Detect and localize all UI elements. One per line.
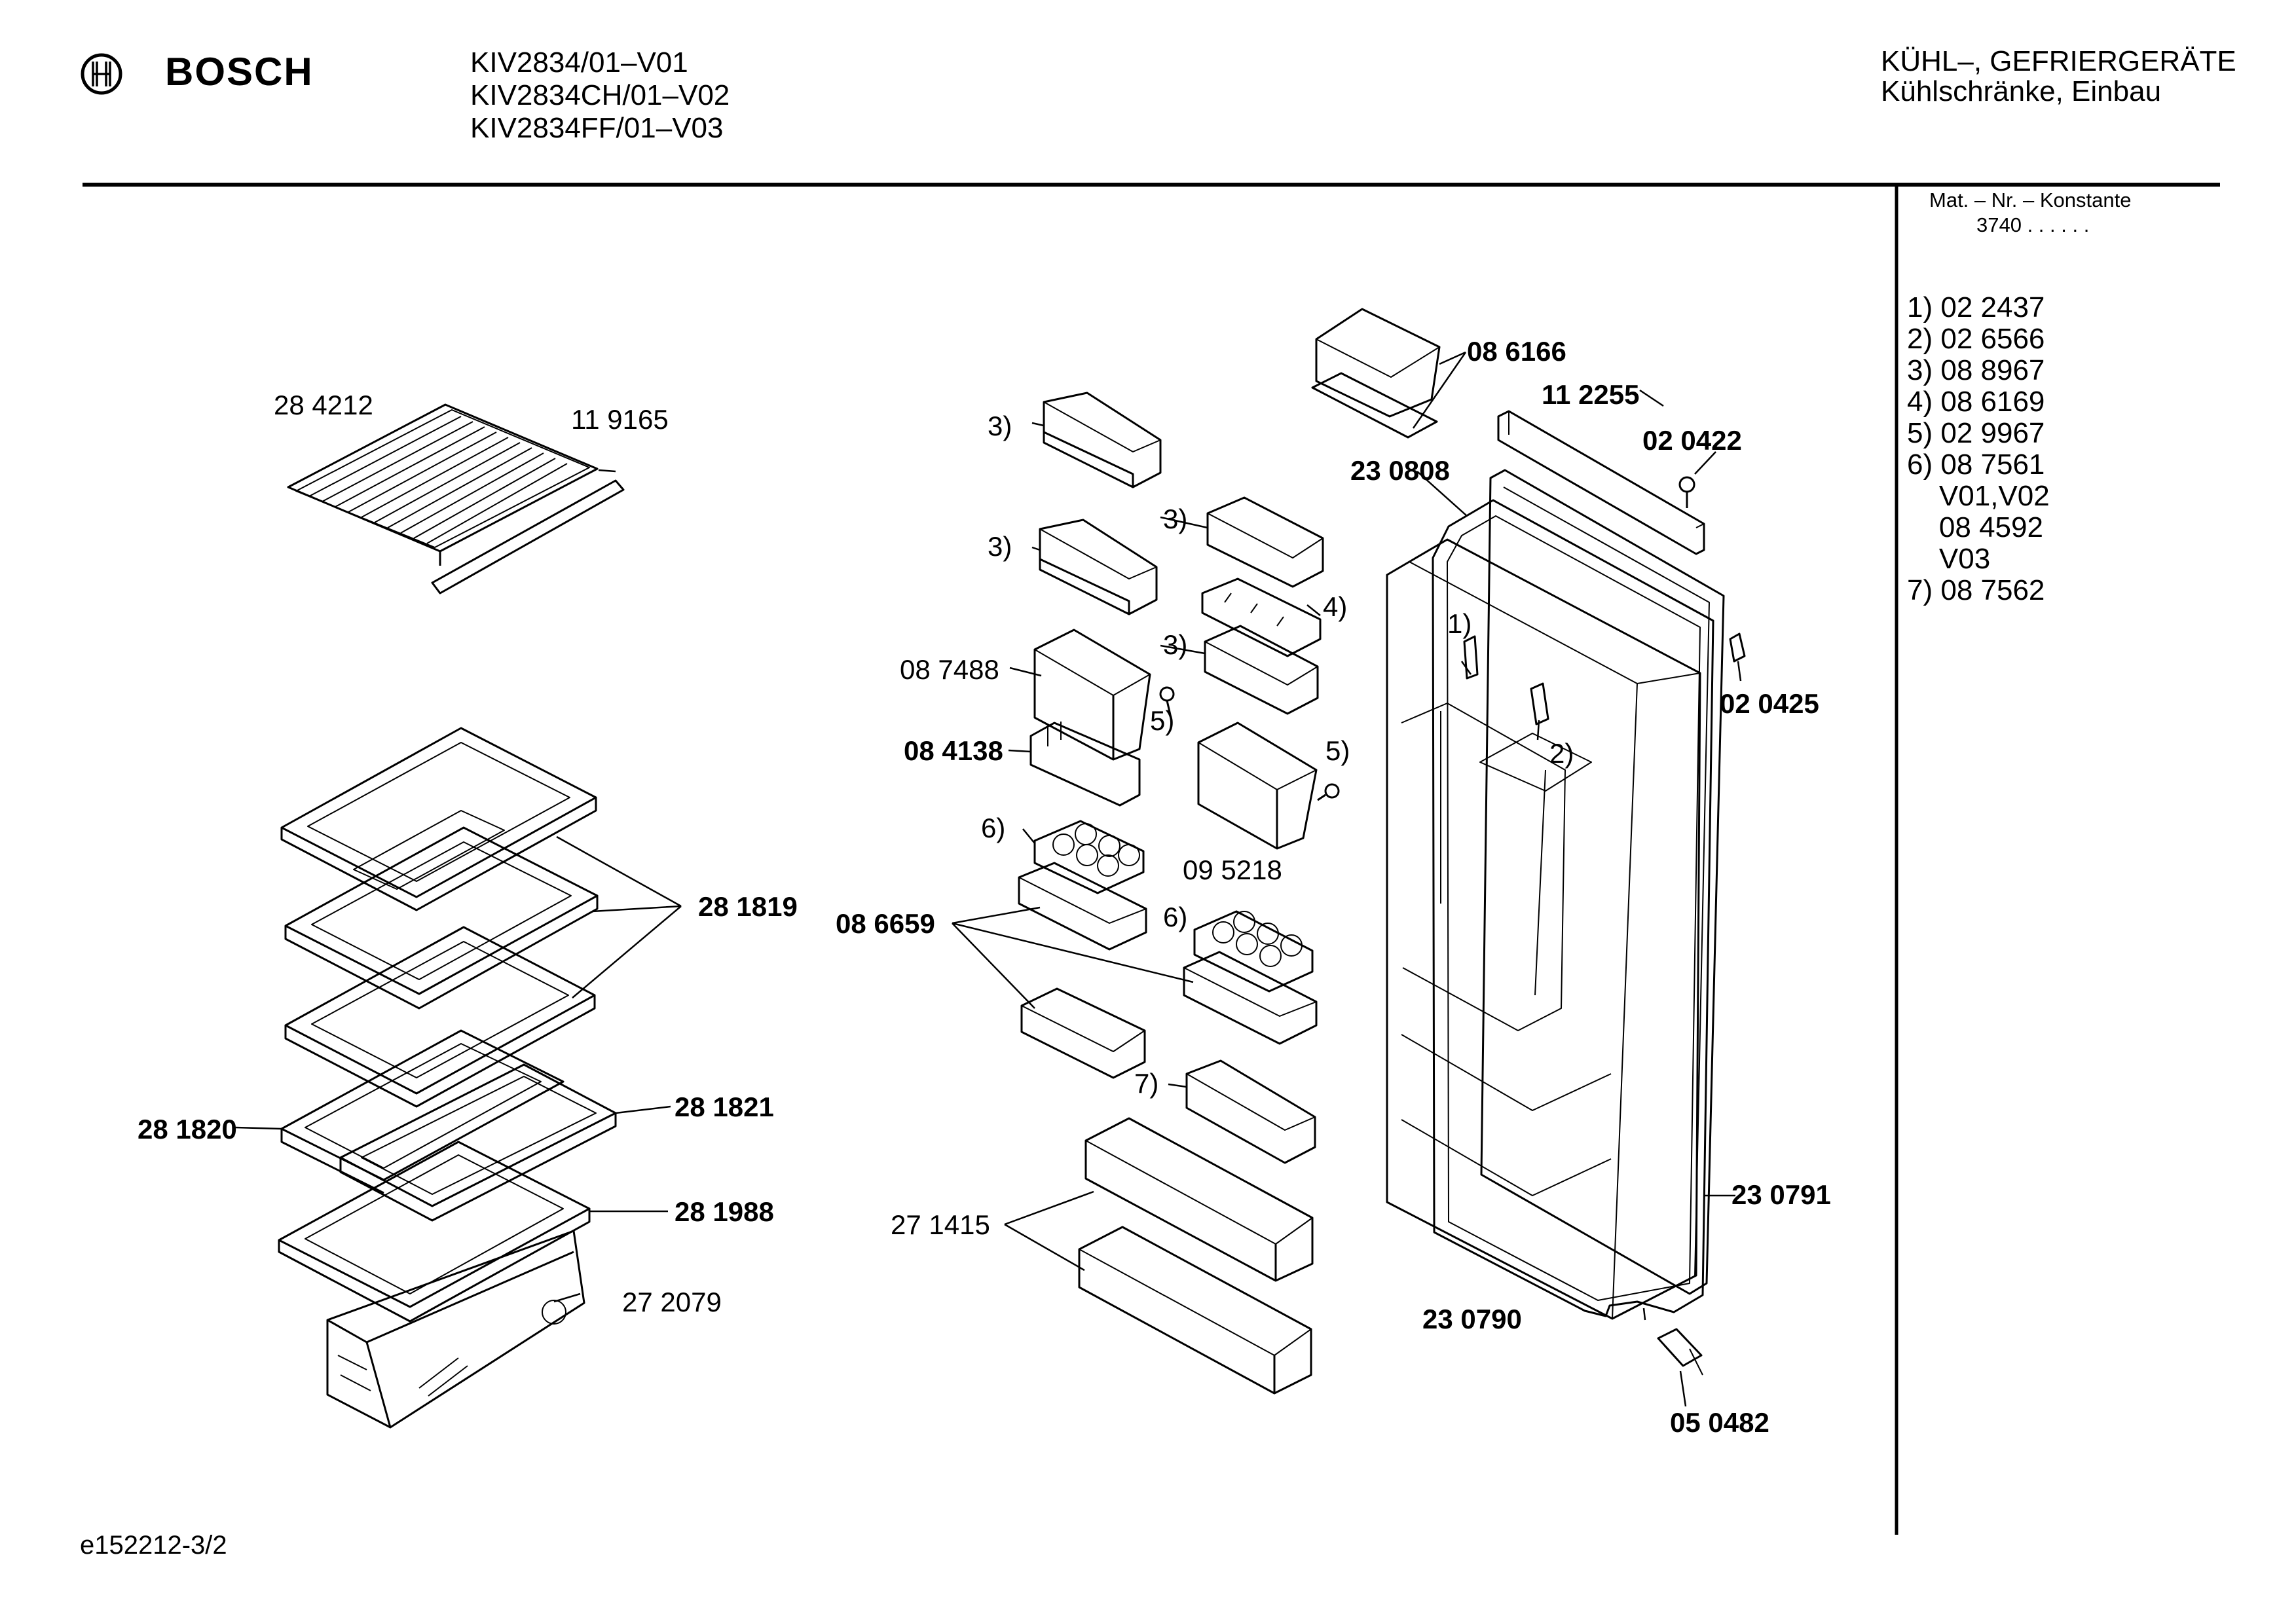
label-230790: 23 0790: [1422, 1304, 1522, 1334]
egg-tray-base-6a: [1019, 863, 1146, 949]
footnote-item: 4) 08 6169: [1907, 386, 2045, 418]
label-119165: 11 9165: [571, 404, 669, 435]
crisper-drawer: [327, 1231, 584, 1427]
label-note-3b: 3): [988, 531, 1012, 562]
leader-lines: [236, 352, 1741, 1406]
category-subtitle: Kühlschränke, Einbau: [1881, 75, 2162, 107]
label-281819: 28 1819: [698, 891, 798, 922]
small-bin-086659: [1022, 989, 1145, 1078]
egg-tray-6a: [1035, 821, 1143, 893]
top-rail-112255: [1498, 411, 1704, 554]
label-020425: 02 0425: [1720, 688, 1819, 719]
bin-base-084138: [1031, 722, 1139, 805]
constant-value: 3740 . . . . . .: [1976, 213, 2090, 236]
label-note-3a: 3): [988, 411, 1012, 441]
label-note-6a: 6): [981, 813, 1006, 843]
model-number-2: KIV2834CH/01–V02: [470, 79, 730, 111]
label-084138: 08 4138: [904, 735, 1003, 766]
footnote-item: 7) 08 7562: [1907, 574, 2045, 606]
label-note-5b: 5): [1325, 735, 1350, 766]
egg-tray-base-6b: [1184, 952, 1316, 1044]
footnote-item: 5) 02 9967: [1907, 417, 2045, 449]
label-087488: 08 7488: [900, 654, 999, 685]
label-230791: 23 0791: [1731, 1179, 1831, 1210]
footnote-item: 2) 02 6566: [1907, 323, 2045, 355]
butter-compartment-086166: [1312, 309, 1439, 437]
footnote-item: V03: [1907, 543, 1991, 575]
label-020422: 02 0422: [1642, 425, 1742, 456]
label-281820: 28 1820: [138, 1114, 237, 1145]
glass-shelf-1: [282, 728, 596, 910]
label-050482: 05 0482: [1670, 1407, 1769, 1438]
label-284212: 28 4212: [274, 390, 373, 420]
label-086659: 08 6659: [836, 908, 935, 939]
label-281821: 28 1821: [675, 1091, 774, 1122]
footnote-item: V01,V02: [1907, 480, 2050, 512]
door-bin-3c: [1208, 498, 1323, 587]
label-note-3d: 3): [1163, 629, 1188, 660]
long-bin-271415-b: [1079, 1227, 1311, 1393]
bottle-bin-095218: [1198, 723, 1316, 849]
footnote-item: 6) 08 7561: [1907, 449, 2045, 481]
footnote-item: 3) 08 8967: [1907, 354, 2045, 386]
label-272079: 27 2079: [622, 1287, 722, 1317]
wire-shelf: [288, 405, 623, 593]
door-bin-3d: [1205, 626, 1318, 714]
footnote-item: 08 4592: [1907, 511, 2043, 543]
screw-5b: [1318, 784, 1339, 800]
label-note-6b: 6): [1163, 902, 1188, 932]
label-271415: 27 1415: [891, 1209, 990, 1240]
cover-4: [1202, 579, 1320, 656]
glass-shelf-4: [282, 1031, 563, 1193]
screw-020422: [1680, 477, 1694, 508]
screw-5a: [1160, 687, 1174, 718]
label-note-5a: 5): [1150, 705, 1175, 736]
glass-shelf-3: [286, 927, 595, 1107]
footnote-item: 1) 02 2437: [1907, 291, 2045, 323]
model-number-3: KIV2834FF/01–V03: [470, 112, 724, 144]
label-note-2: 2): [1549, 738, 1574, 769]
category-title: KÜHL–, GEFRIERGERÄTE: [1881, 45, 2236, 77]
hinge-050482: [1658, 1329, 1703, 1375]
latch-2: [1531, 684, 1548, 724]
constant-label: Mat. – Nr. – Konstante: [1929, 189, 2132, 211]
label-281988: 28 1988: [675, 1196, 774, 1227]
footnote-list: 1) 02 2437 2) 02 6566 3) 08 8967 4) 08 6…: [1907, 292, 2050, 606]
label-112255: 11 2255: [1542, 379, 1640, 410]
door-bin-3a: [1044, 393, 1160, 487]
label-086166: 08 6166: [1467, 336, 1566, 367]
model-number-1: KIV2834/01–V01: [470, 46, 688, 79]
brand-name: BOSCH: [165, 50, 314, 94]
label-230808: 23 0808: [1350, 455, 1450, 486]
label-note-1: 1): [1447, 608, 1472, 639]
label-note-3c: 3): [1163, 504, 1188, 534]
document-id: e152212-3/2: [80, 1531, 227, 1560]
label-note-4: 4): [1323, 591, 1348, 622]
label-note-7: 7): [1134, 1068, 1159, 1099]
label-095218: 09 5218: [1183, 854, 1282, 885]
outer-door-230791: [1481, 470, 1724, 1294]
glass-shelf-2: [286, 828, 597, 1008]
long-bin-271415-a: [1086, 1118, 1312, 1281]
door-bin-7: [1187, 1061, 1315, 1163]
latch-1: [1464, 636, 1477, 678]
door-bin-3b: [1040, 520, 1157, 614]
door-gasket-230808: [1433, 500, 1713, 1316]
glass-shelf-5: [279, 1142, 589, 1321]
clip-020425: [1730, 634, 1745, 661]
bosch-logo-icon: [80, 52, 123, 96]
egg-tray-6b: [1194, 911, 1312, 991]
